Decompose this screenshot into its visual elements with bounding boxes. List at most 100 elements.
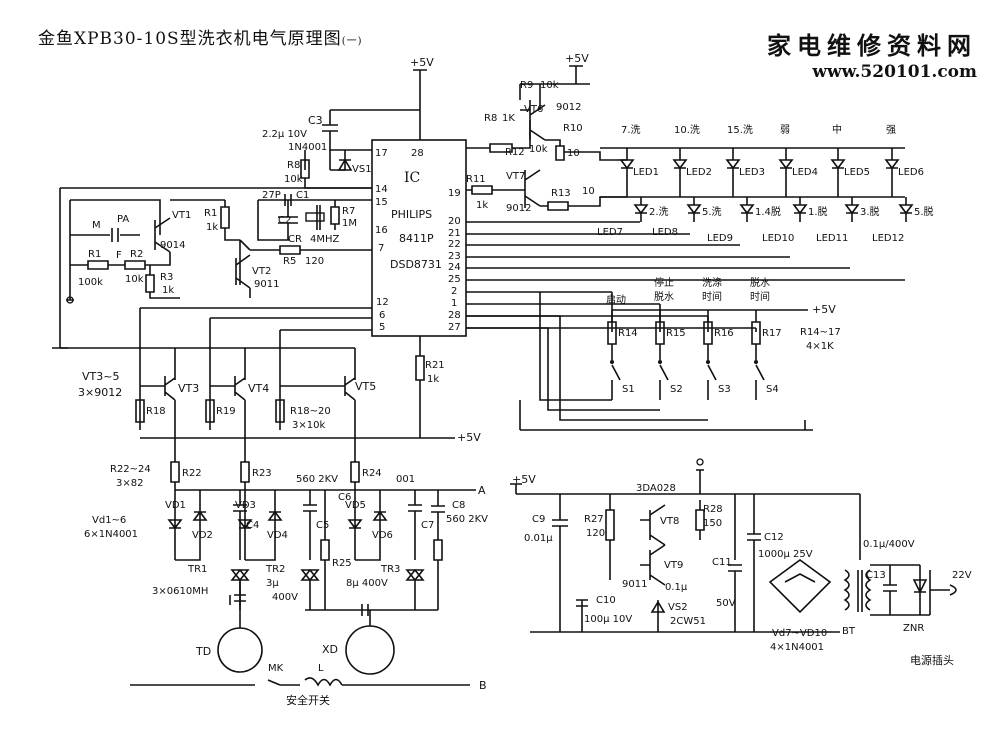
c8-value: 560 2KV: [446, 514, 488, 525]
r21-value: 1k: [427, 374, 439, 385]
r8-value: 10k: [284, 174, 303, 185]
c-label-4: C4: [246, 520, 259, 531]
r19-label: R19: [216, 406, 236, 417]
r27-value: 120: [586, 528, 605, 539]
c9-label: C9: [532, 514, 545, 525]
vd16-label: Vd1~6: [92, 515, 126, 526]
led-lower-name-6: LED12: [872, 233, 904, 244]
vt5-label: VT5: [355, 380, 376, 393]
pin-15: 15: [375, 197, 388, 208]
r13-value: 10: [582, 186, 595, 197]
c8u-label: 8μ 400V: [346, 578, 388, 589]
c1-label: C1: [296, 190, 309, 201]
r7-value: 1M: [342, 218, 357, 229]
pa-label: PA: [117, 214, 129, 225]
r1b-label: R1: [204, 208, 217, 219]
plug-label: 电源插头: [910, 653, 954, 667]
d1n-label: 1N4001: [288, 142, 327, 153]
xd-label: XD: [322, 643, 338, 656]
r8b-label: R8: [484, 113, 497, 124]
vt6-value: 9012: [556, 102, 581, 113]
vt1-label: VT1: [172, 210, 191, 221]
r23-label: R23: [252, 468, 272, 479]
r28-label: R28: [703, 504, 723, 515]
led-name-3: LED3: [739, 167, 765, 178]
znr-label: ZNR: [903, 623, 924, 634]
vs2-value: 2CW51: [670, 616, 706, 627]
p5v-r9: +5V: [565, 52, 589, 65]
node-b: B: [479, 679, 487, 692]
led-top-label-6: 强: [886, 124, 896, 136]
pin-7: 7: [378, 243, 384, 254]
f-label: F: [116, 250, 122, 261]
c11-value: 50V: [716, 598, 736, 609]
c13-label: C13: [866, 570, 886, 581]
led-top-label-2: 10.洗: [674, 124, 700, 136]
cr-label: CR: [288, 234, 302, 245]
button-label-4: 脱水: [750, 276, 770, 289]
button-label2-3: 时间: [702, 290, 722, 303]
led-lower-tag-5: 3.脱: [860, 205, 880, 218]
motor-xd: [345, 625, 395, 675]
r1820-value: 3×10k: [292, 420, 325, 431]
led-lower-name-3: LED9: [707, 233, 733, 244]
pin-21: 21: [448, 228, 461, 239]
pin-20: 20: [448, 216, 461, 227]
c-label-5: C5: [316, 520, 329, 531]
c1-value: 27P: [262, 190, 281, 201]
s1-button[interactable]: S1: [622, 384, 635, 395]
r14-label: R14: [618, 328, 638, 339]
r1417-value: 4×1K: [806, 341, 834, 352]
c2-label: C2: [278, 215, 291, 226]
m-label: M: [92, 220, 101, 231]
vt9-value: 9011: [622, 579, 647, 590]
r21-label: R21: [425, 360, 445, 371]
r8-label: R8: [287, 160, 300, 171]
pin-23: 23: [448, 251, 461, 262]
r1820-label: R18~20: [290, 406, 331, 417]
pin-2: 2: [451, 286, 457, 297]
r10-value: 10: [567, 148, 580, 159]
site-watermark: 家电维修资料网 www.520101.com: [767, 26, 977, 82]
mk-label: MK: [268, 663, 284, 674]
pin-14: 14: [375, 184, 388, 195]
c001-label: 001: [396, 474, 415, 485]
r24-label: R24: [362, 468, 382, 479]
c12-label: C12: [764, 532, 784, 543]
led-name-1: LED1: [633, 167, 659, 178]
r9-value: 10k: [540, 80, 559, 91]
button-label-3: 洗涤: [702, 276, 722, 289]
vt3-label: VT3: [178, 382, 199, 395]
pin-17: 17: [375, 148, 388, 159]
pin-25: 25: [448, 274, 461, 285]
led-lower-tag-6: 5.脱: [914, 205, 934, 218]
r18-label: R18: [146, 406, 166, 417]
c6-label: C6: [338, 492, 351, 503]
ic-code: DSD8731: [390, 258, 442, 271]
led-top-label-1: 7.洗: [621, 124, 641, 136]
pin-6: 6: [379, 310, 385, 321]
vd16-value: 6×1N4001: [84, 529, 138, 540]
r11-label: R11: [466, 174, 486, 185]
r13-label: R13: [551, 188, 571, 199]
s2-button[interactable]: S2: [670, 384, 683, 395]
button-label-1: 启动: [606, 293, 626, 306]
s3-button[interactable]: S3: [718, 384, 731, 395]
r2224-label: R22~24: [110, 464, 151, 475]
r7-label: R7: [342, 206, 355, 217]
r3-label: R3: [160, 272, 173, 283]
vt3-5-transistors: [135, 370, 360, 490]
q3da-label: 3DA028: [636, 483, 676, 494]
ic-body: [371, 139, 467, 337]
c9-value: 0.01μ: [524, 533, 553, 544]
r27-label: R27: [584, 514, 604, 525]
c01u-label: 0.1μ: [665, 582, 688, 593]
v22-label: 22V: [952, 570, 972, 581]
tr2-label: TR2: [265, 564, 285, 575]
vt2-label: VT2: [252, 266, 271, 277]
s4-button[interactable]: S4: [766, 384, 779, 395]
c3u-label: 3μ: [266, 578, 279, 589]
r5-value: 120: [305, 256, 324, 267]
